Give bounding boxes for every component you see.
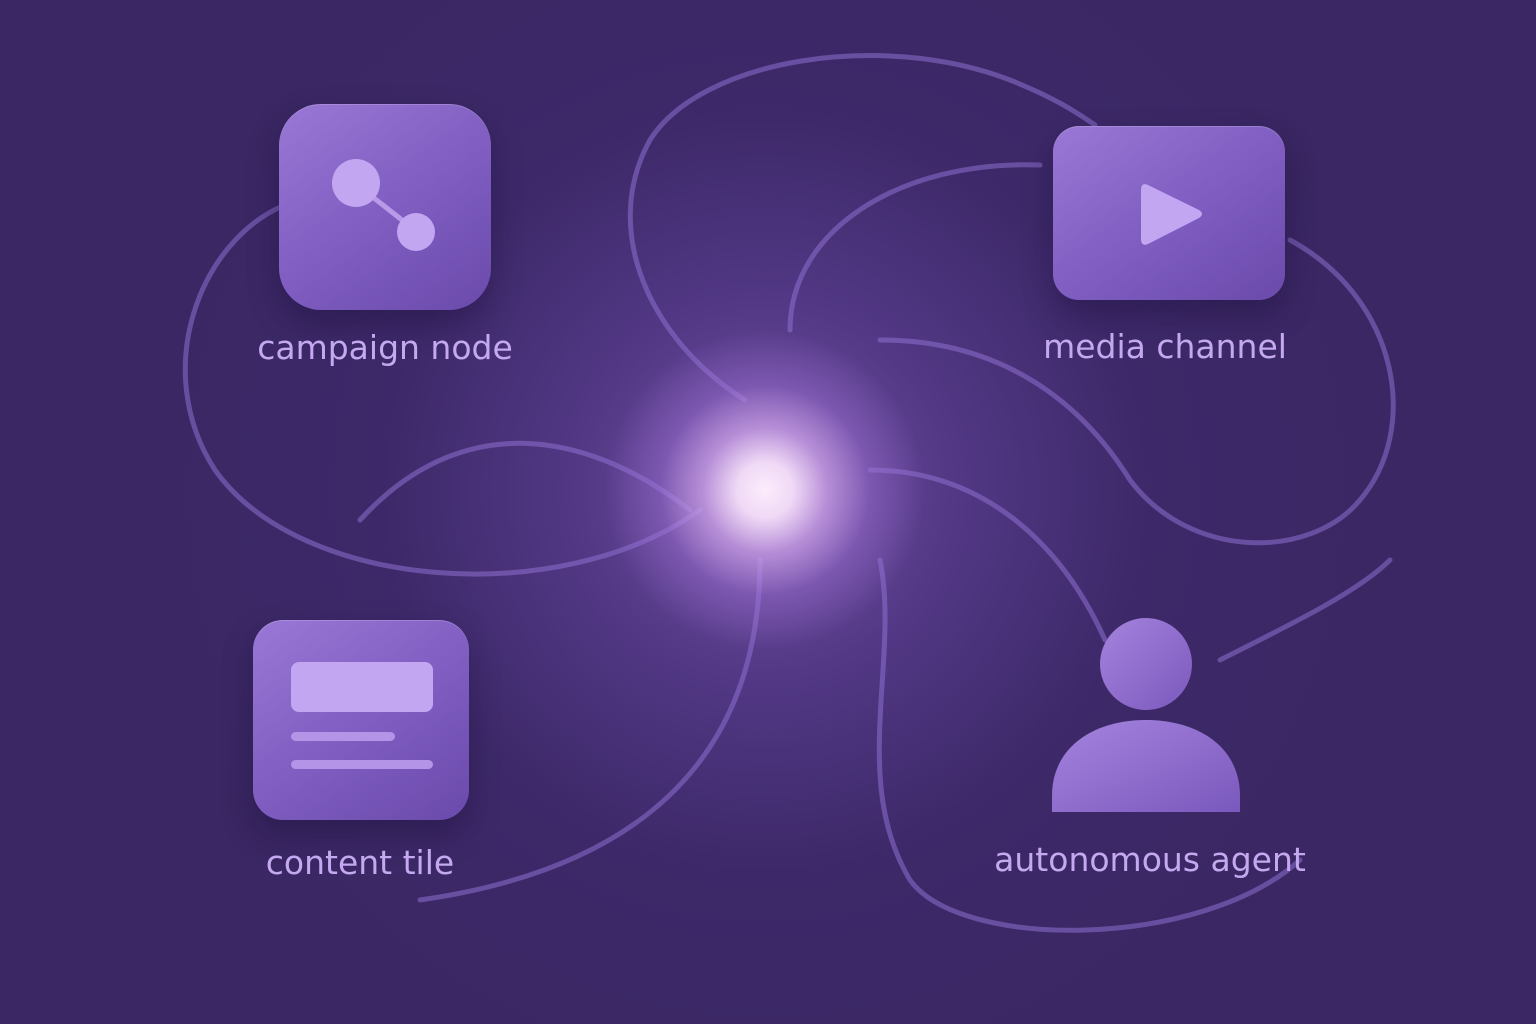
flow-line-right-loop xyxy=(877,237,1396,546)
autonomous-agent-label: autonomous agent xyxy=(994,840,1306,879)
central-glow-core xyxy=(605,330,925,650)
media-channel-tile[interactable] xyxy=(1053,126,1285,300)
flow-line-top-swirl xyxy=(627,53,1098,403)
flow-line-media-swirl xyxy=(787,162,1043,333)
media-channel-label: media channel xyxy=(1043,327,1287,366)
content-tile-label: content tile xyxy=(265,843,455,882)
campaign-node-tile[interactable] xyxy=(279,104,491,310)
flow-line-campaign-loop xyxy=(182,202,703,577)
person-icon xyxy=(1052,618,1240,812)
campaign-node-label: campaign node xyxy=(257,328,513,367)
share-nodes-icon xyxy=(332,159,435,251)
play-icon xyxy=(1141,184,1202,245)
content-tile-card[interactable] xyxy=(253,620,469,820)
content-card-icon xyxy=(291,662,433,769)
autonomous-agent-figure[interactable] xyxy=(1050,616,1242,814)
flow-line-right-tail xyxy=(1217,557,1393,663)
flow-line-lower-swirl xyxy=(876,557,1303,933)
